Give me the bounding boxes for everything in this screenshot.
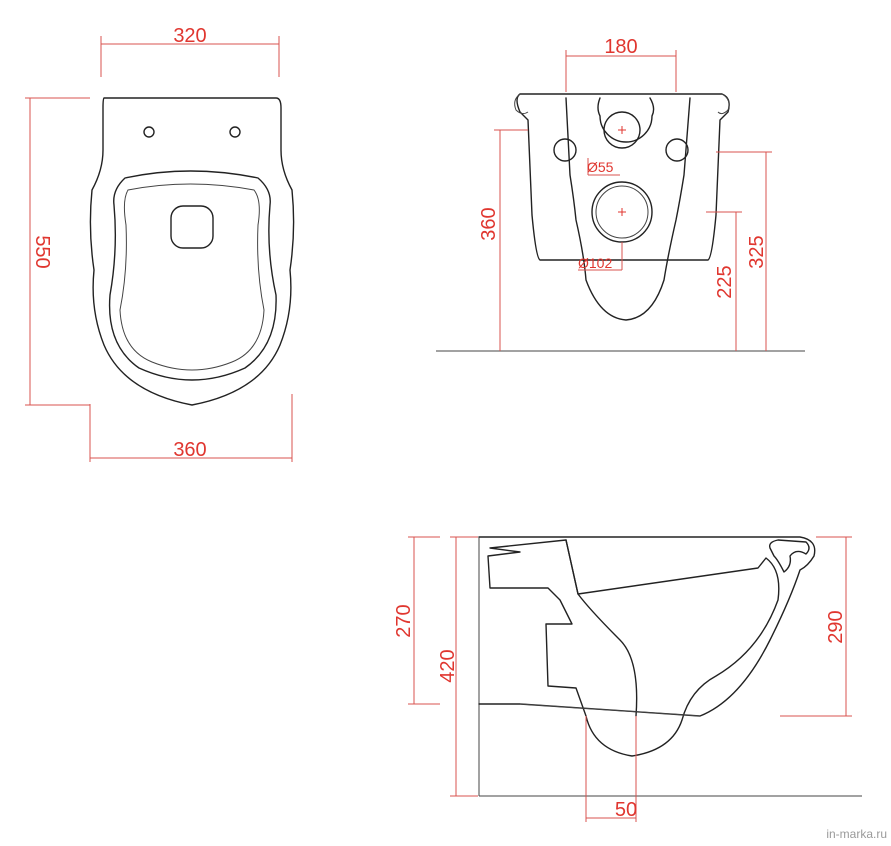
front-view-large-hole-inner bbox=[595, 185, 649, 239]
dim-290-label: 290 bbox=[825, 610, 847, 643]
top-view-fixing-hole-right bbox=[229, 126, 241, 138]
front-view-rim-right-curl bbox=[717, 93, 730, 115]
top-view-inner-rim bbox=[119, 183, 265, 371]
dim-420-label: 420 bbox=[437, 649, 459, 682]
front-view: 180 360 Ø55 Ø102 225 325 bbox=[436, 36, 805, 352]
side-view-bowl-inner bbox=[487, 539, 780, 757]
side-view-water-line bbox=[519, 703, 701, 717]
watermark: in-marka.ru bbox=[826, 827, 887, 841]
front-view-rim-left-curl bbox=[514, 93, 529, 115]
top-view-bowl-outline bbox=[89, 97, 295, 406]
dim-360-top-label: 360 bbox=[173, 439, 206, 461]
dim-d55-label: Ø55 bbox=[587, 159, 614, 175]
side-view: 270 420 290 50 bbox=[393, 536, 862, 822]
dim-50-label: 50 bbox=[615, 799, 637, 821]
dim-550-label: 550 bbox=[31, 235, 53, 268]
dim-360-front-label: 360 bbox=[478, 207, 500, 240]
front-view-small-hole bbox=[603, 111, 641, 149]
top-view-fixing-hole-left bbox=[143, 126, 155, 138]
dim-225-label: 225 bbox=[714, 265, 736, 298]
top-view-seat-opening bbox=[108, 170, 277, 381]
top-view: 320 550 360 bbox=[25, 25, 295, 462]
front-view-small-hole-slot bbox=[597, 97, 655, 143]
front-view-body-outline bbox=[516, 93, 730, 261]
top-view-outlet bbox=[170, 205, 214, 249]
side-view-rim-curl bbox=[768, 539, 810, 573]
dim-270-label: 270 bbox=[393, 604, 415, 637]
front-view-inner-wall bbox=[565, 97, 691, 321]
dim-180-label: 180 bbox=[604, 36, 637, 58]
side-view-trap bbox=[565, 539, 638, 717]
dim-325-label: 325 bbox=[746, 235, 768, 268]
side-view-body-outline bbox=[478, 536, 816, 717]
front-view-fixing-left bbox=[553, 138, 577, 162]
front-view-fixing-right bbox=[665, 138, 689, 162]
dim-d102-label: Ø102 bbox=[578, 255, 612, 271]
dim-320-label: 320 bbox=[173, 25, 206, 47]
